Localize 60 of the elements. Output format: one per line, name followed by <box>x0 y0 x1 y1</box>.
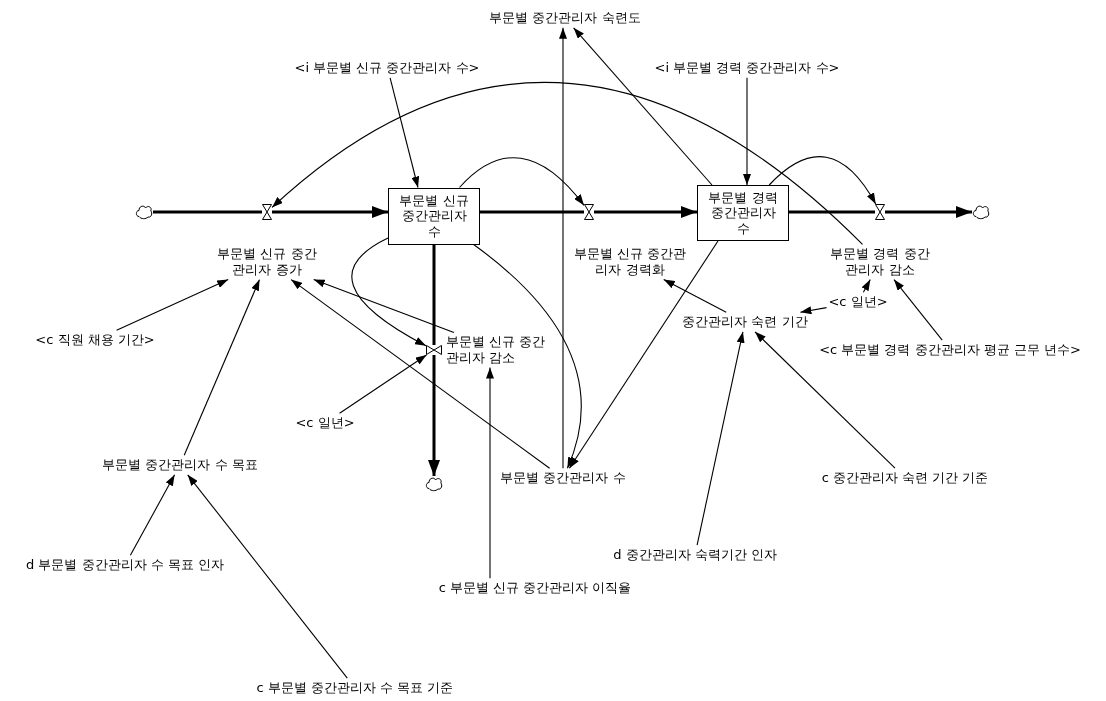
variable-label: <i 부문별 경력 중간관리자 수> <box>654 60 840 76</box>
arrow <box>187 474 348 679</box>
variable-label: <c 직원 채용 기간> <box>35 332 155 348</box>
arrow <box>861 279 871 293</box>
variable-label: 부문별 중간관리자 숙련도 <box>489 10 641 26</box>
variable-label: <c 부문별 경력 중간관리자 평균 근무 년수> <box>819 342 1081 358</box>
variable-label: <c 일년> <box>295 415 355 431</box>
variable-label: c 부문별 중간관리자 수 목표 기준 <box>256 680 454 696</box>
arrow <box>313 279 455 333</box>
variable-label: 부문별 중간관리자 수 목표 <box>102 457 258 473</box>
flow-valve-icon <box>262 204 272 220</box>
variable-label: c 중간관리자 숙련 기간 기준 <box>821 470 989 486</box>
flow-pipe <box>272 206 388 218</box>
variable-label: <i 부문별 신규 중간관리자 수> <box>294 60 480 76</box>
variable-label: <c 일년> <box>828 294 888 310</box>
arrow <box>183 279 261 456</box>
arrow <box>290 279 551 469</box>
arrow <box>473 243 582 469</box>
arrow <box>458 157 585 206</box>
flow-pipe <box>153 210 262 214</box>
arrow <box>568 240 719 469</box>
arrow <box>351 237 427 347</box>
cloud-icon <box>972 204 990 220</box>
variable-label: c 부문별 신규 중간관리자 이직율 <box>438 580 632 596</box>
arrow <box>663 279 727 313</box>
flow-pipe <box>789 210 875 214</box>
arrow <box>768 156 877 205</box>
arrow <box>799 306 828 315</box>
stock-box: 부문별 신규 중간관리자 수 <box>388 187 480 245</box>
arrow <box>754 331 896 469</box>
variable-label: 부문별 신규 중간관리자 증가 <box>212 246 322 278</box>
variable-label: 부문별 신규 중간관리자 경력화 <box>570 246 690 278</box>
arrow <box>129 474 176 556</box>
variable-label: d 중간관리자 숙력기간 인자 <box>613 547 777 563</box>
arrow <box>389 77 420 189</box>
arrow <box>486 367 494 579</box>
flow-valve-icon <box>584 204 594 220</box>
flow-pipe <box>480 210 584 214</box>
stock-box: 부문별 경력 중간관리자 수 <box>697 185 789 241</box>
arrow <box>116 279 229 331</box>
flow-valve-icon <box>875 204 885 220</box>
variable-label: 중간관리자 숙련 기간 <box>682 314 808 330</box>
flow-pipe <box>885 206 972 218</box>
arrow <box>696 331 745 546</box>
variable-label: 부문별 신규 중간관리자 감소 <box>446 334 556 366</box>
arrow <box>573 27 713 186</box>
cloud-icon <box>425 476 443 492</box>
flow-valve-icon <box>426 345 442 355</box>
arrow <box>559 27 567 469</box>
flow-pipe <box>428 355 440 476</box>
arrow <box>271 82 864 245</box>
variable-label: 부문별 경력 중간관리자 감소 <box>825 246 935 278</box>
flow-pipe <box>432 244 436 345</box>
cloud-icon <box>135 204 153 220</box>
variable-label: d 부문별 중간관리자 수 목표 인자 <box>26 557 224 573</box>
flow-pipe <box>594 206 697 218</box>
arrow <box>339 354 428 414</box>
arrow <box>743 77 751 186</box>
variable-label: 부문별 중간관리자 수 <box>500 470 626 486</box>
arrow <box>893 279 943 341</box>
